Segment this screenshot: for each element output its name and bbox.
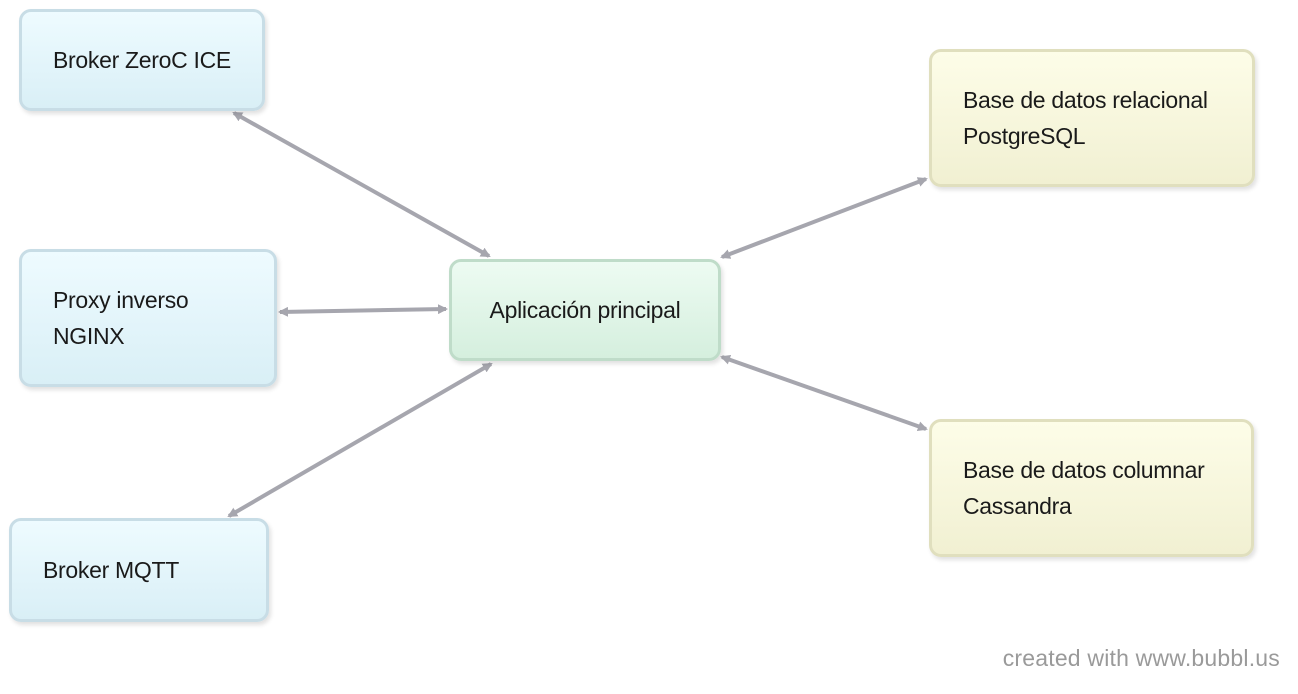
node-broker-zeroc-ice[interactable]: Broker ZeroC ICE xyxy=(19,9,265,111)
node-label-line: Proxy inverso xyxy=(53,287,189,313)
node-label-line: Cassandra xyxy=(963,493,1072,519)
node-label-line: NGINX xyxy=(53,323,125,349)
connector-nginx-arrow xyxy=(278,304,448,317)
connector-postgres-arrow xyxy=(720,177,928,259)
connector-mqtt-arrow xyxy=(227,362,493,518)
node-label-line: Broker ZeroC ICE xyxy=(53,47,231,73)
node-label-line: Broker MQTT xyxy=(43,557,179,583)
edge-group xyxy=(227,111,928,518)
node-cassandra-database[interactable]: Base de datos columnar Cassandra xyxy=(929,419,1254,557)
node-proxy-nginx[interactable]: Proxy inverso NGINX xyxy=(19,249,277,387)
watermark-text: created with www.bubbl.us xyxy=(1002,645,1280,671)
connector-cassandra-arrow xyxy=(720,354,928,432)
node-broker-mqtt[interactable]: Broker MQTT xyxy=(9,518,269,622)
node-label-line: PostgreSQL xyxy=(963,123,1086,149)
node-postgresql-database[interactable]: Base de datos relacional PostgreSQL xyxy=(929,49,1255,187)
node-label-line: Base de datos columnar xyxy=(963,457,1205,483)
node-label-line: Aplicación principal xyxy=(489,297,681,323)
node-label-line: Base de datos relacional xyxy=(963,87,1208,113)
node-main-application[interactable]: Aplicación principal xyxy=(449,259,721,361)
connector-zeroc-arrow xyxy=(232,111,491,258)
